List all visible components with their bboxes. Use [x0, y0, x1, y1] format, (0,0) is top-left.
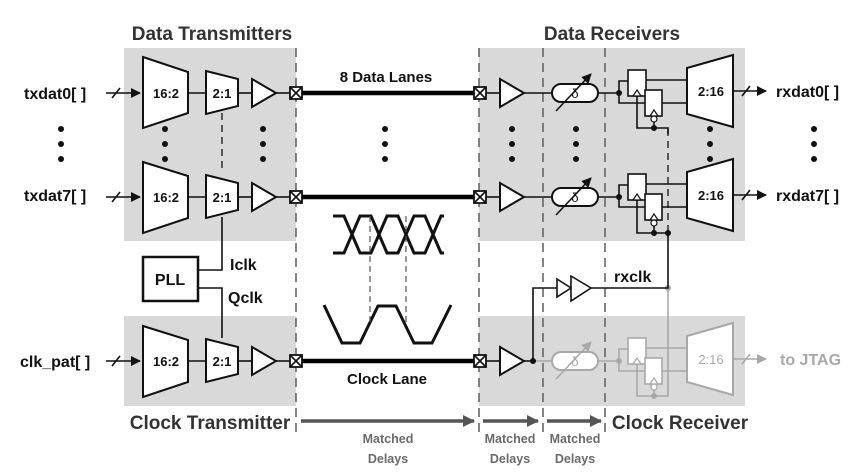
mux-2-1 — [205, 173, 239, 220]
mux-2-1 — [205, 337, 239, 384]
clock-receiver-title: Clock Receiver — [612, 413, 749, 434]
tx-pad-icon — [289, 190, 303, 204]
data-eye-waveform — [333, 214, 444, 255]
serializer-16-2 — [142, 324, 189, 399]
deserializer-label: 2:16 — [698, 188, 724, 203]
matched-delays-label-2: Matched — [485, 432, 536, 446]
rxclk-wire — [591, 233, 669, 289]
bus-slash-icon — [111, 191, 121, 203]
clock-transmitter-title: Clock Transmitter — [130, 413, 291, 434]
mux-2-1 — [205, 69, 239, 116]
matched-delays-label-1b: Delays — [368, 452, 408, 466]
data-receivers-title: Data Receivers — [544, 24, 680, 45]
txdat7-label: txdat7[ ] — [24, 188, 86, 205]
clk-pat-label: clk_pat[ ] — [20, 354, 90, 371]
iclk-wire — [198, 217, 223, 271]
tx-driver-buffer — [251, 77, 278, 109]
deserializer-label: 2:16 — [698, 84, 724, 99]
tunable-arrow-icon — [555, 177, 592, 216]
mux-label: 2:1 — [213, 86, 232, 101]
tx-driver-buffer — [251, 345, 278, 377]
deserializer-2-16 — [686, 157, 734, 233]
delay-symbol: δ — [571, 190, 578, 205]
qclk-label: Qclk — [228, 290, 263, 307]
serializer-label: 16:2 — [153, 86, 179, 101]
data-lane-0: txdat0[ ] 16:2 2:1 δ — [24, 53, 839, 134]
tx-pad-icon — [289, 354, 303, 368]
clock-lane-label: Clock Lane — [347, 371, 427, 388]
rx-input-buffer — [499, 181, 526, 213]
rxdat0-label: rxdat0[ ] — [776, 84, 839, 101]
pll-block — [141, 255, 200, 303]
deserializer-2-16 — [686, 53, 734, 129]
clock-waveform — [322, 304, 453, 345]
clock-lane: clk_pat[ ] 16:2 2:1 δ — [20, 285, 841, 399]
matched-delays-label-3b: Delays — [555, 452, 595, 466]
tx-pad-icon — [289, 86, 303, 100]
mux-label: 2:1 — [213, 354, 232, 369]
data-transmitters-title: Data Transmitters — [132, 24, 293, 45]
delay-symbol: δ — [571, 86, 578, 101]
txdat0-label: txdat0[ ] — [24, 86, 86, 103]
delay-symbol: δ — [571, 354, 578, 369]
rx-input-buffer — [499, 77, 526, 109]
mux-label: 2:1 — [213, 190, 232, 205]
ellipsis-dots — [58, 126, 817, 162]
serializer-16-2 — [142, 55, 189, 130]
rx-pad-icon — [473, 86, 487, 100]
rxclk-buffer-large — [570, 274, 593, 303]
matched-delays-label-2b: Delays — [490, 452, 530, 466]
serializer-label: 16:2 — [153, 190, 179, 205]
serializer-16-2 — [142, 160, 189, 235]
iclk-label: Iclk — [230, 257, 257, 274]
deserializer-label: 2:16 — [698, 352, 723, 367]
rx-clock-buffer — [499, 345, 526, 377]
to-jtag-label: to JTAG — [780, 352, 841, 369]
rxclk-branch-wire — [532, 287, 557, 361]
bus-slash-icon — [111, 355, 121, 367]
pll-label: PLL — [155, 272, 185, 289]
bus-slash-icon — [741, 189, 751, 201]
serializer-label: 16:2 — [153, 354, 179, 369]
data-lanes-label: 8 Data Lanes — [340, 69, 433, 86]
rxclk-buffer-small — [556, 277, 573, 299]
tx-driver-buffer — [251, 181, 278, 213]
rxdat7-label: rxdat7[ ] — [776, 188, 839, 205]
bus-slash-icon — [111, 87, 121, 99]
qclk-wire — [198, 287, 223, 338]
rxclk-label: rxclk — [614, 269, 651, 286]
data-lane-7: txdat7[ ] 16:2 2:1 δ — [24, 157, 839, 236]
matched-delays-label-1: Matched — [363, 432, 414, 446]
rx-pad-icon — [473, 354, 487, 368]
deserializer-2-16-inactive — [686, 321, 734, 397]
matched-delays-label-3: Matched — [550, 432, 601, 446]
bus-slash-icon — [741, 85, 751, 97]
rx-pad-icon — [473, 190, 487, 204]
tunable-arrow-icon — [555, 73, 592, 112]
tunable-arrow-icon — [555, 341, 592, 380]
bus-slash-icon — [741, 353, 751, 365]
